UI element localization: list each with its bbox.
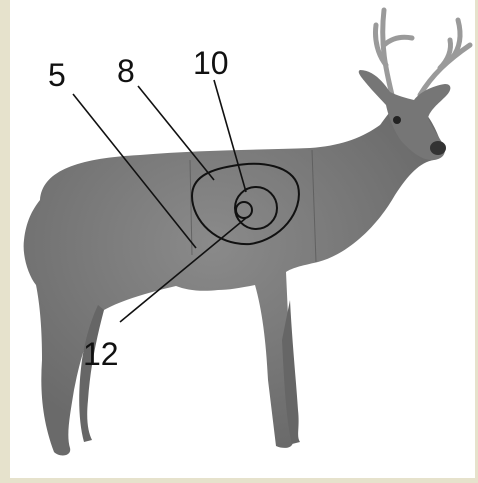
- label-10: 10: [193, 45, 229, 81]
- deer-silhouette: [24, 10, 470, 455]
- label-5: 5: [48, 57, 66, 93]
- deer-eye: [393, 116, 401, 124]
- antlers: [375, 10, 470, 95]
- deer-nose: [430, 141, 446, 155]
- label-12: 12: [83, 336, 119, 372]
- label-8: 8: [117, 53, 135, 89]
